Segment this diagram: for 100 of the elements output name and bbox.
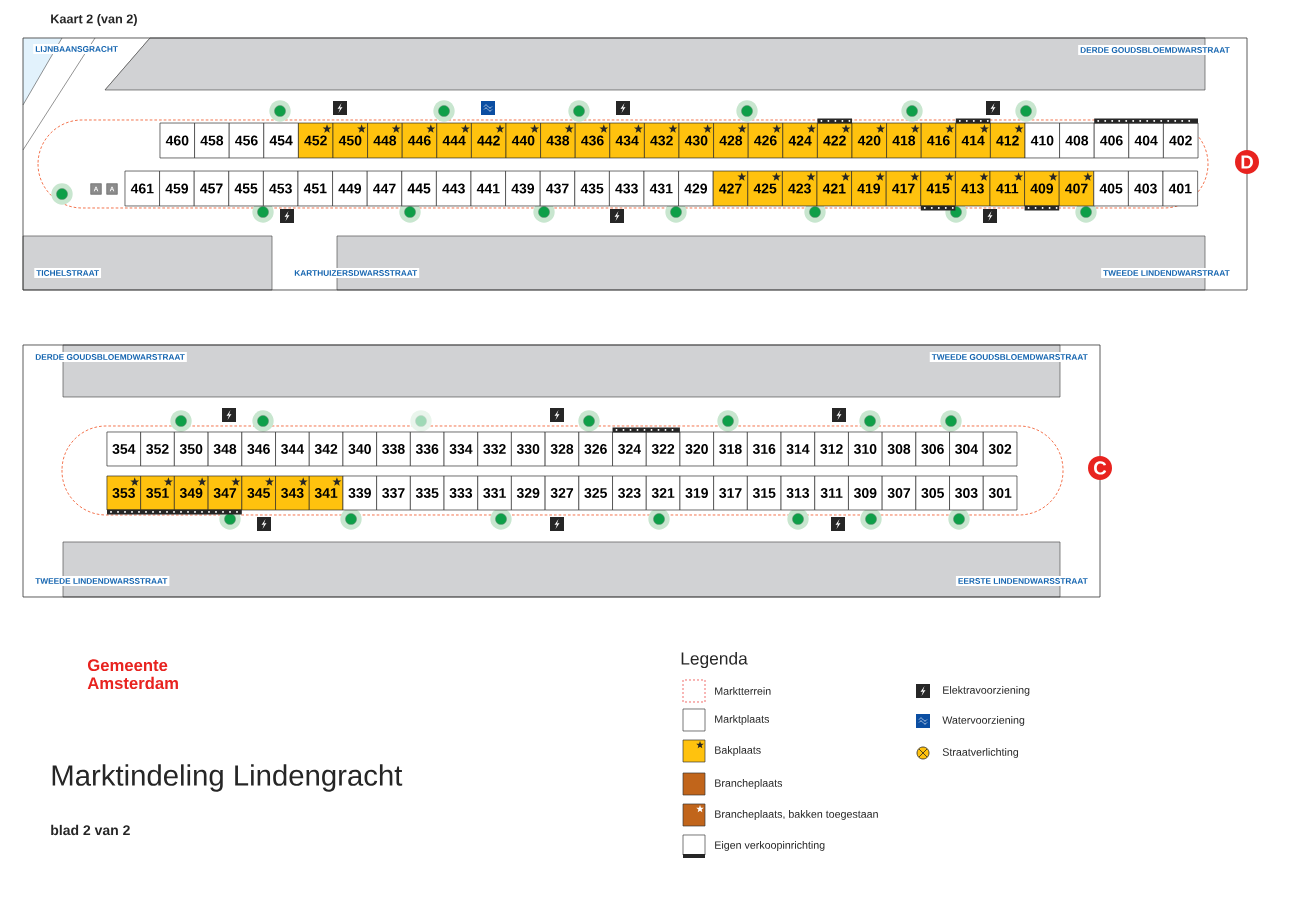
stall-box: 455 [228,170,264,207]
stall-box: 448 [367,122,403,159]
stall-box: 313 [780,475,816,511]
stall-box: 309 [848,475,883,511]
stall-box: 302 [982,431,1018,467]
stall-box: 337 [376,475,411,511]
stall-box: 324 [612,431,647,467]
stall-box: 460 [159,122,195,159]
stall-box: 411 [989,170,1025,207]
legend-label: Brancheplaats [715,779,783,789]
stall-box: 325 [578,475,613,511]
stall-box: 342 [308,431,344,467]
stall-box: 450 [332,122,368,159]
street-name: LIJNBAANSGRACHT [33,44,120,54]
street-name: DERDE GOUDSBLOEMDWARSTRAAT [1078,45,1232,55]
stall-box: 410 [1024,122,1060,159]
stall-box: 353 [106,475,141,511]
stall-box: 322 [645,431,681,467]
legend-label: Elektravoorziening [943,686,1030,696]
stall-box: 415 [920,170,956,207]
stall-box: 404 [1128,122,1164,159]
stall-box: 323 [612,475,647,511]
stall-box: 315 [747,475,782,511]
stall-box: 454 [263,122,299,159]
stall-box: 306 [915,431,950,467]
stall-box: 412 [990,122,1026,159]
stall-box: 333 [443,475,479,511]
stall-box: 424 [782,122,818,159]
stall-box: 351 [140,475,175,511]
stall-box: 458 [194,122,230,159]
stall-box: 345 [241,475,276,511]
stall-box: 344 [275,431,310,467]
stall-box: 341 [308,475,344,511]
stall-box: 318 [713,431,748,467]
stall-box: 417 [885,170,922,207]
stall-box: 461 [124,170,160,207]
stall-box: 456 [228,122,265,159]
stall-box: 352 [140,431,175,467]
stall-box: 439 [505,170,541,207]
legend-label: Eigen verkoopinrichting [715,841,825,851]
stall-box: 457 [193,170,230,207]
stall-box: 303 [949,475,984,511]
legend-label: Watervoorziening [942,716,1025,726]
stall-box: 428 [713,122,749,159]
stall-box: 316 [747,431,782,467]
stall-box: 421 [816,170,852,207]
stall-box: 437 [539,170,576,207]
stall-box: 423 [782,170,818,207]
stall-box: 452 [298,122,334,159]
stall-box: 319 [679,475,714,511]
stall-box: 340 [342,431,377,467]
stall-box: 317 [713,475,748,511]
stall-box: 335 [410,475,445,511]
heading: Kaart 2 (van 2) [51,14,137,26]
stall-box: 406 [1093,122,1130,159]
stall-box: 349 [174,475,209,511]
stall-box: 426 [747,122,784,159]
stall-box: 314 [780,431,816,467]
stall-box: 413 [955,170,991,207]
stall-box: 326 [578,431,613,467]
stall-box: 320 [679,431,714,467]
stall-box: 445 [401,170,437,207]
title: Marktindeling Lindengracht [52,764,403,792]
stall-box: 330 [511,431,546,467]
stall-box: 446 [401,122,438,159]
stall-box: 328 [544,431,580,467]
stall-box: 403 [1128,170,1164,207]
stall-box: 438 [540,122,576,159]
street-name: DERDE GOUDSBLOEMDWARSTRAAT [33,352,187,362]
stall-box: 327 [544,475,580,511]
organisation-name: Gemeente Amsterdam [87,659,178,690]
stall-box: 447 [366,170,403,207]
stall-box: 440 [505,122,541,159]
legend-label: Straatverlichting [942,748,1019,758]
stall-box: 429 [678,170,714,207]
stall-box: 430 [678,122,714,159]
stall-box: 420 [851,122,887,159]
legend-label: Marktplaats [715,715,769,725]
stall-box: 422 [817,122,853,159]
stall-box: 329 [511,475,546,511]
stall-box: 343 [275,475,310,511]
stall-box: 432 [644,122,680,159]
stall-box: 442 [471,122,507,159]
stall-box: 334 [443,431,479,467]
stall-box: 305 [915,475,950,511]
stall-box: 405 [1093,170,1129,207]
legend-heading: Legenda [681,651,748,669]
stall-box: 354 [106,431,141,467]
stall-box: 431 [643,170,679,207]
stall-box: 409 [1024,170,1060,207]
stall-box: 419 [851,170,887,207]
stall-box: 401 [1162,170,1198,207]
stall-box: 441 [470,170,506,207]
stall-box: 414 [955,122,991,159]
legend-label: Bakplaats [715,746,761,756]
legend-label: Marktterrein [715,687,771,695]
stall-box: 418 [886,122,922,159]
stall-box: 310 [848,431,883,467]
street-name: TWEEDE GOUDSBLOEMDWARSTRAAT [929,352,1090,362]
stall-box: 407 [1058,170,1095,207]
